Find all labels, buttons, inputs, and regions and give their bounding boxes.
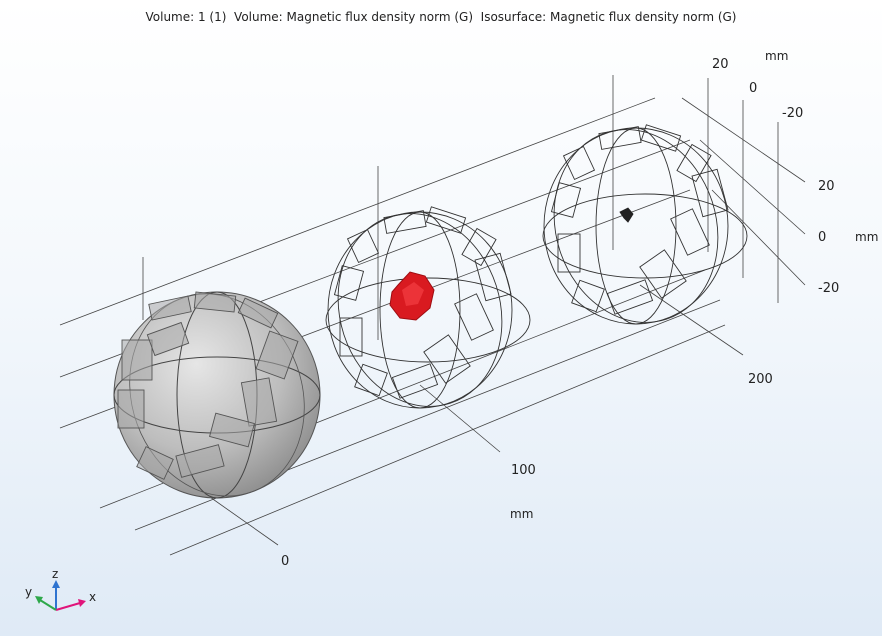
shaded-sphere (113, 291, 321, 499)
x-unit-label: mm (510, 507, 533, 521)
wireframe-sphere-right (542, 124, 748, 325)
triad-y-label: y (25, 585, 32, 599)
y-tick-20: 20 (712, 57, 729, 72)
y-tick-neg20: -20 (782, 106, 803, 121)
isosurface-blob (389, 271, 435, 321)
x-tick-200: 200 (748, 372, 773, 387)
z-unit-label: mm (855, 230, 878, 244)
plot-title: Volume: 1 (1) Volume: Magnetic flux dens… (145, 10, 737, 24)
triad-z-label: z (52, 567, 58, 581)
triad-x-label: x (89, 590, 96, 604)
z-tick-20: 20 (818, 179, 835, 194)
z-tick-neg20: -20 (818, 281, 839, 296)
y-tick-0: 0 (749, 81, 757, 96)
coordinate-triad-icon: z x y (25, 567, 96, 611)
z-tick-0: 0 (818, 230, 826, 245)
y-unit-label: mm (765, 49, 788, 63)
x-tick-100: 100 (511, 463, 536, 478)
x-tick-0: 0 (281, 554, 289, 569)
wireframe-sphere-middle (325, 206, 531, 409)
